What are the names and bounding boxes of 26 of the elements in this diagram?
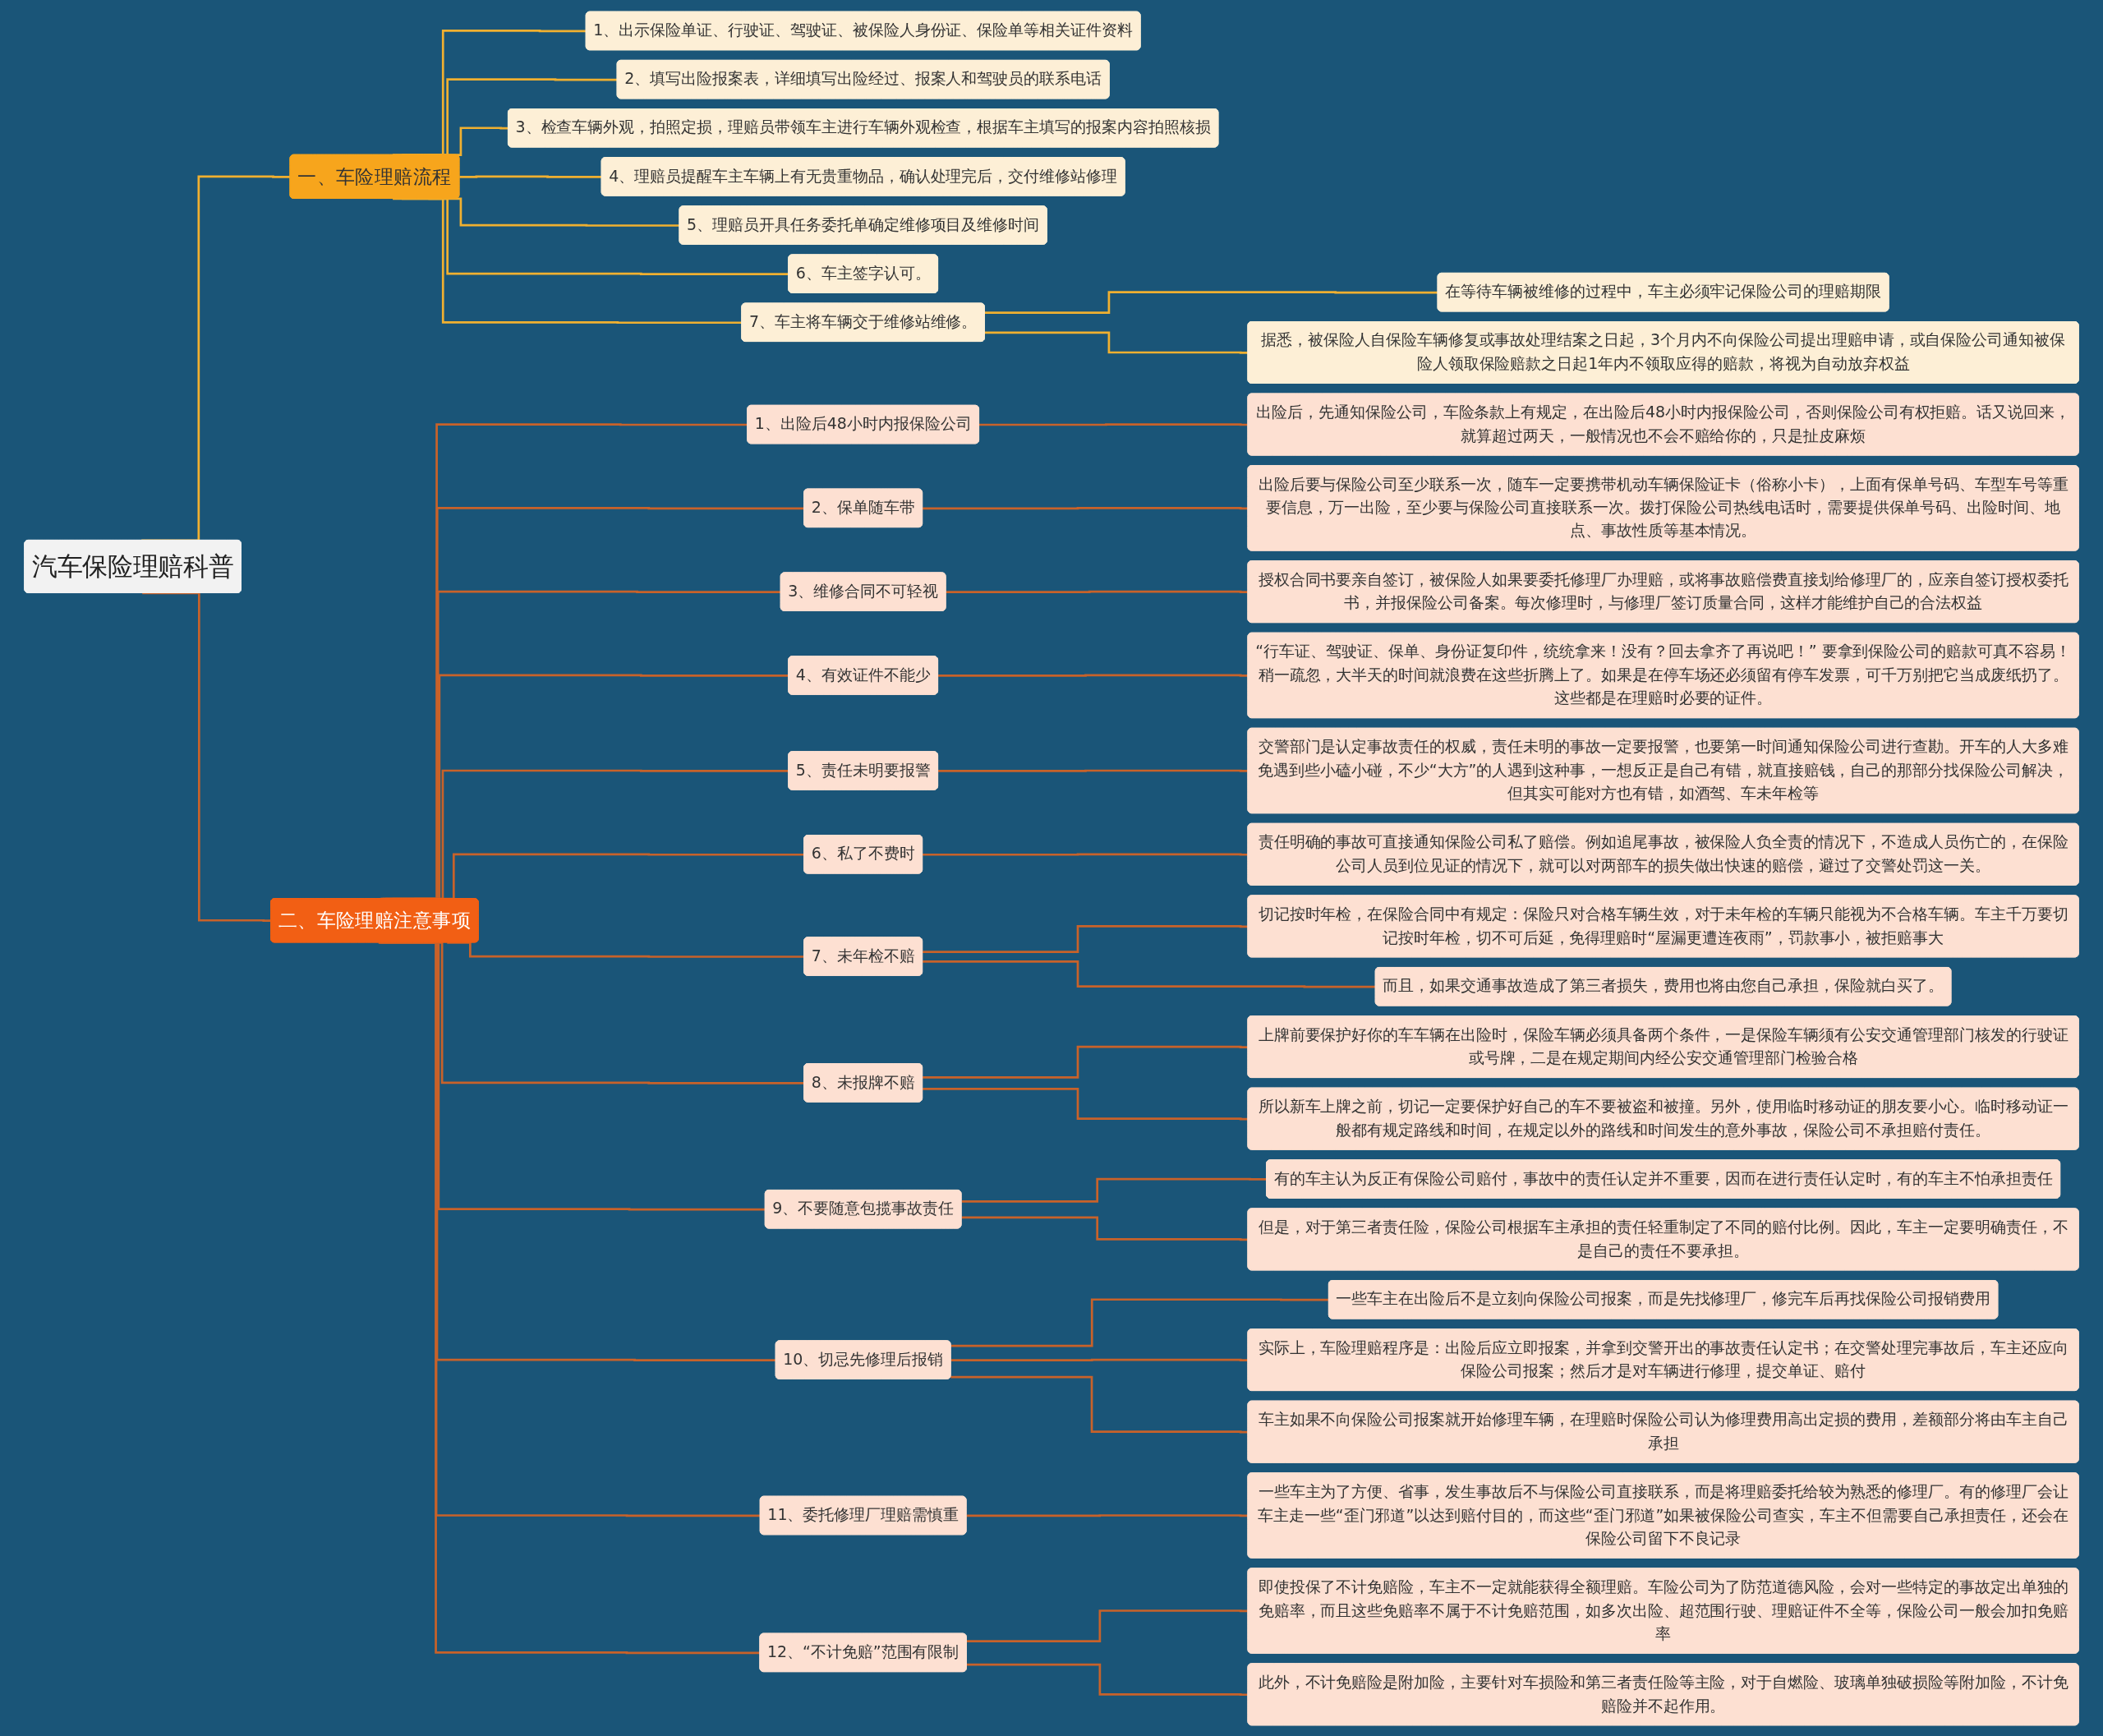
connector xyxy=(961,1177,1267,1203)
connector xyxy=(950,1358,1249,1361)
connector xyxy=(923,1045,1249,1079)
connector xyxy=(459,175,602,178)
mind-map-diagram: 汽车保险理赔科普 一、车险理赔流程 1、出示保险单证、行驶证、驾驶证、被保险人身份证、保险单等相关证件资料 2、填写出险报案表，详细填写出险经过、报案人和驾驶员的联系电话 3、检查车辆外观，拍照定损，理赔员带领车主进行车辆外观检查，根据车主填写的报案内容拍照核损 4、理赔员提醒车主车辆上有无贵重物品，确认处理完后，交付维修站修理 5、理赔员开具任务委托单确定维修项目及维修时间 6、车主签字认可。 7、车主将车辆交于维修站维修。 在等待车辆被维修的过程中，车主必须牢记保险公司的理赔期限 据悉，被保险人自保险车辆修复或事故处理结案之日起，3个月内不向保险公司提出理赔申请，或自保险公司通知被保险人领取保险赔款之日起1年内不领取应得的赔款，将视为自动放弃权益 二、车险理赔注意事项 1、出险后48小时内报保险公司 出险后，先通知保险公司，车险条款上有规定，在出险后48小时内报保险公司，否则保险公司有权拒赔。话又说回来，就算超过两天，一般情况也不会不赔给你的，只是扯皮麻烦 2、保单随车带 出险后要与保险公司至少联系一次，随车一定要携带机动车辆保险证卡（俗称小卡），上面有保单号码、车型车号等重要信息，万一出险，至少要与保险公司直接联系一次。拨打保险公司热线电话时，需要提供保单号码、出险时间、地点、事故性质等基本情况。 3、维修合同不可轻视 授权合同书要亲自签订，被保险人如果要委托修理厂办理赔，或将事故赔偿费直接划给修理厂的，应亲自签订授权委托书，并报保险公司备案。每次修理时，与修理厂签订质量合同，这样才能维护自己的合法权益 4、有效证件不能少 “行车证、驾驶证、保单、身份证复印件，统统拿来！没有？回去拿齐了再说吧！” 要拿到保险公司的赔款可真不容易！稍一疏忽，大半天的时间就浪费在这些折腾上了。如果是在停车场还必须留有停车发票，可千万别把它当成废纸扔了。这些都是在理赔时必要的证件。 5、责任未明要报警 交警部门是认定事故责任的权威，责任未明的事故一定要报警，也要第一时间通知保险公司进行查勘。开车的人大多难免遇到些小磕小碰，不少“大方”的人遇到这种事，一想反正是自己有错，就直接赔钱，自己的那部分找保险公司解决，但其实可能对方也有错，如酒驾、车未年检等 6、私了不费时 责任明确的事故可直接通知保险公司私了赔偿。例如追尾事故，被保险人负全责的情况下，不造成人员伤亡的，在保险公司人员到位见证的情况下，就可以对两部车的损失做出快速的赔偿，避过了交警处罚这一关。 7、未年检不赔 切记按时年检，在保险合同中有规定：保险只对合格车辆生效，对于未年检的车辆只能视为不合格车辆。车主千万要切记按时年检，切不可后延，免得理赔时“屋漏更遭连夜雨”，罚款事小，被拒赔事大 而且，如果交通事故造成了第三者损失，费用也将由您自己承担，保险就白买了。 8、未报牌不赔 上牌前要保护好你的车车辆在出险时，保险车辆必须具备两个条件，一是保险车辆须有公安交通管理部门核发的行驶证或号牌，二是在规定期间内经公安交通管理部门检验合格 所以新车上牌之前，切记一定要保护好自己的车不要被盗和被撞。另外，使用临时移动证的朋友要小心。临时移动证一般都有规定路线和时间，在规定以外的路线和时间发生的意外事故，保险公司不承担赔付责任。 9、不要随意包揽事故责任 有的车主认为反正有保险公司赔付，事故中的责任认定并不重要，因而在进行责任认定时，有的车主不怕承担责任 但是，对于第三者责任险，保险公司根据车主承担的责任轻重制定了不同的赔付比例。因此，车主一定要明确责任，不是自己的责任不要承担。 10、切忌先修理后报销 一些车主在出险后不是立刻向保险公司报案，而是先找修理厂，修完车后再找保险公司报销费用 实际上，车险理赔程序是：出险后应立即报案，并拿到交警开出的事故责任认定书；在交警处理完事故后，车主还应向保险公司报案；然后才是对车辆进行修理，提交单证、赔付 车主如果不向保险公司报案就开始修理车辆，在理赔时保险公司认为修理费用高出定损的费用，差额部分将由车主自己承担 11、委托修理厂理赔需慎重 一些车主为了方便、省事，发生事故后不与保险公司直接联系，而是将理赔委托给较为熟悉的修理厂。有的修理厂会让车主走一些“歪门邪道”以达到赔付目的，而这些“歪门邪道”如果被保险公司查实，车主不但需要自己承担责任，还会在保险公司留下不良记录 12、“不计免赔”范围有限制 即使投保了不计免赔险，车主不一定就能获得全额理赔。车险公司为了防范道德风险，会对一些特定的事故定出单独的免赔率，而且这些免赔率不属于不计免赔范围，如多次出险、超范围行驶、理赔证件不全等，保险公司一般会加扣免赔率 此外，不计免赔险是附加险，主要针对车损险和第三者责任险等主险，对于自燃险、玻璃单独破损险等附加险，不计免赔险并不起作用。 xyxy=(8,5,2095,1731)
connector xyxy=(966,1513,1249,1517)
connector xyxy=(950,1375,1249,1433)
connector xyxy=(923,960,1376,988)
connector xyxy=(966,1663,1249,1696)
connector xyxy=(979,422,1249,426)
connector xyxy=(923,506,1249,509)
connector xyxy=(966,1609,1249,1642)
connector xyxy=(923,1087,1249,1120)
connector xyxy=(393,197,743,324)
connector xyxy=(923,852,1249,856)
connector xyxy=(378,941,761,1654)
connector xyxy=(923,924,1249,953)
connector xyxy=(984,290,1438,314)
connector xyxy=(938,769,1249,772)
connector xyxy=(447,941,805,958)
connector xyxy=(961,1216,1249,1241)
connector xyxy=(984,330,1249,354)
connector xyxy=(950,1297,1329,1347)
connector xyxy=(938,674,1249,677)
connector xyxy=(142,592,271,922)
connector xyxy=(946,590,1249,593)
